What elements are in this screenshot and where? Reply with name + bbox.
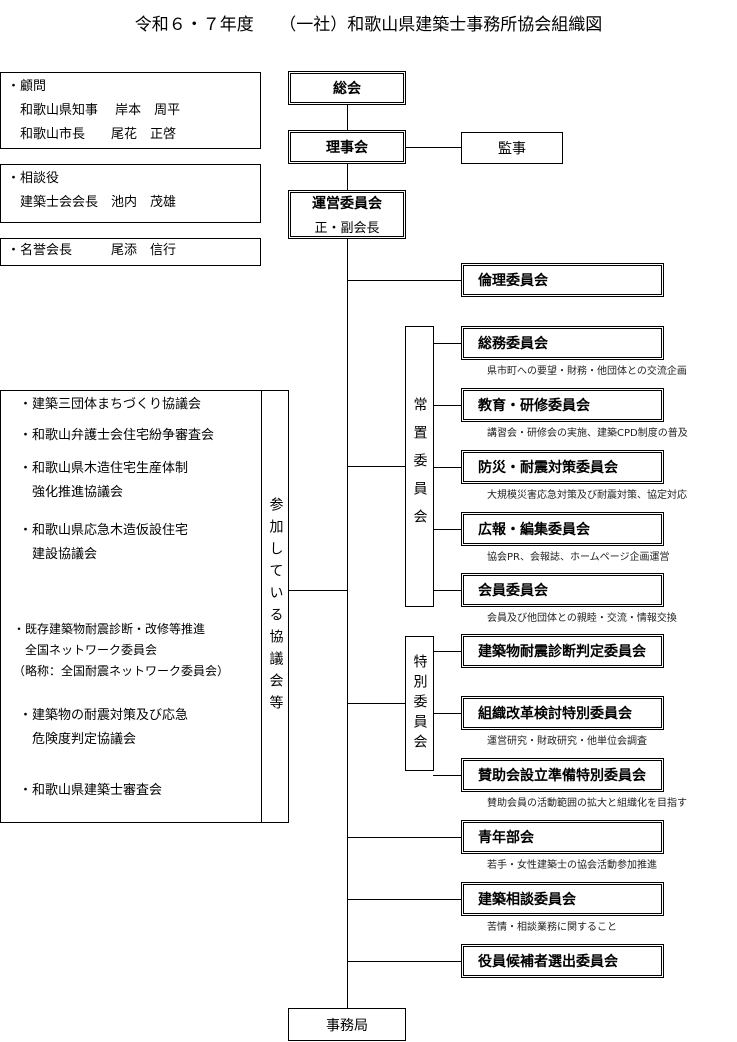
special-group-label: 特別委員会 [405, 636, 434, 771]
committee-box: 建築相談委員会 [461, 882, 664, 916]
auditor-line [406, 147, 461, 148]
committee-box: 青年部会 [461, 820, 664, 854]
chart-title: 令和６・７年度 （一社）和歌山県建築士事務所協会組織図 [134, 15, 603, 35]
committee-box: 広報・編集委員会 [461, 512, 664, 546]
steering-label: 運営委員会 [312, 196, 382, 212]
committee-description: 県市町への要望・財務・他団体との交流企画 [487, 366, 687, 377]
committee-description: 苦情・相談業務に関すること [487, 922, 617, 933]
connector-line [433, 343, 461, 344]
auditor-box: 監事 [461, 132, 563, 164]
connector-line [433, 529, 461, 530]
honorary-box: ・名誉会長 尾添 信行 [0, 238, 261, 266]
connector-line [347, 280, 461, 281]
advisors-box: ・顧問 和歌山県知事 岸本 周平 和歌山市長 尾花 正啓 [0, 72, 261, 149]
participating-label: 参加している協議会等 [261, 391, 289, 822]
honorary-line: ・名誉会長 尾添 信行 [7, 243, 177, 258]
connector-line [433, 590, 461, 591]
standing-group-label: 常置委員会 [405, 326, 434, 607]
participating-item: ・建築三団体まちづくり協議会 [19, 397, 202, 412]
committee-box: 防災・耐震対策委員会 [461, 450, 664, 484]
steering-box: 運営委員会 正・副会長 [288, 190, 406, 239]
connector-line [347, 703, 405, 704]
committee-box: 倫理委員会 [461, 263, 664, 297]
committee-box: 教育・研修委員会 [461, 388, 664, 422]
committee-box: 総務委員会 [461, 326, 664, 360]
connector-line [347, 837, 461, 838]
committee-description: 若手・女性建築士の協会活動参加推進 [487, 860, 657, 871]
connector-line [347, 466, 405, 467]
committee-description: 大規模災害応急対策及び耐震対策、協定対応 [487, 490, 687, 501]
connector-line [433, 467, 461, 468]
participating-item: ・和歌山県応急木造仮設住宅 建設協議会 [19, 523, 189, 562]
committee-description: 協会PR、会報誌、ホームページ企画運営 [487, 552, 670, 563]
board-box: 理事会 [288, 130, 406, 164]
committee-description: 講習会・研修会の実施、建築CPD制度の普及 [487, 428, 688, 439]
participating-item: ・和歌山県建築士審査会 [19, 783, 163, 798]
committee-description: 賛助会員の活動範囲の拡大と組織化を目指す [487, 798, 687, 809]
counselor-line: ・相談役 [7, 171, 60, 186]
committee-box: 組織改革検討特別委員会 [461, 696, 664, 730]
general-assembly-box: 総会 [288, 71, 406, 105]
participating-item: ・建築物の耐震対策及び応急 危険度判定協議会 [19, 708, 189, 747]
connector-line [347, 961, 461, 962]
advisor-line: 和歌山市長 尾花 正啓 [7, 127, 177, 142]
connector-line [433, 651, 461, 652]
advisor-line: 和歌山県知事 岸本 周平 [7, 103, 181, 118]
committee-description: 運営研究・財政研究・他単位会調査 [487, 736, 647, 747]
committee-description: 会員及び他団体との親睦・交流・情報交換 [487, 613, 677, 624]
counselor-box: ・相談役 建築士会会長 池内 茂雄 [0, 164, 261, 223]
committee-box: 役員候補者選出委員会 [461, 944, 664, 978]
connector-line [433, 775, 461, 776]
participating-item: ・和歌山弁護士会住宅紛争審査会 [19, 428, 215, 443]
main-vertical-line [347, 104, 348, 1008]
participating-item: ・和歌山県木造住宅生産体制 強化推進協議会 [19, 461, 189, 500]
connector-line [347, 899, 461, 900]
office-box: 事務局 [288, 1008, 406, 1041]
advisor-line: ・顧問 [7, 79, 47, 94]
participating-box: ・建築三団体まちづくり協議会 ・和歌山弁護士会住宅紛争審査会 ・和歌山県木造住宅… [0, 390, 289, 823]
committee-box: 会員委員会 [461, 573, 664, 607]
committee-box: 建築物耐震診断判定委員会 [461, 634, 664, 668]
committee-box: 賛助会設立準備特別委員会 [461, 758, 664, 792]
steering-sub: 正・副会長 [314, 221, 380, 236]
counselor-line: 建築士会会長 池内 茂雄 [7, 195, 177, 210]
participating-item: ・既存建築物耐震診断・改修等推進 全国ネットワーク委員会 （略称：全国耐震ネット… [13, 622, 230, 678]
connector-line [433, 713, 461, 714]
connector-line [288, 590, 347, 591]
connector-line [433, 405, 461, 406]
